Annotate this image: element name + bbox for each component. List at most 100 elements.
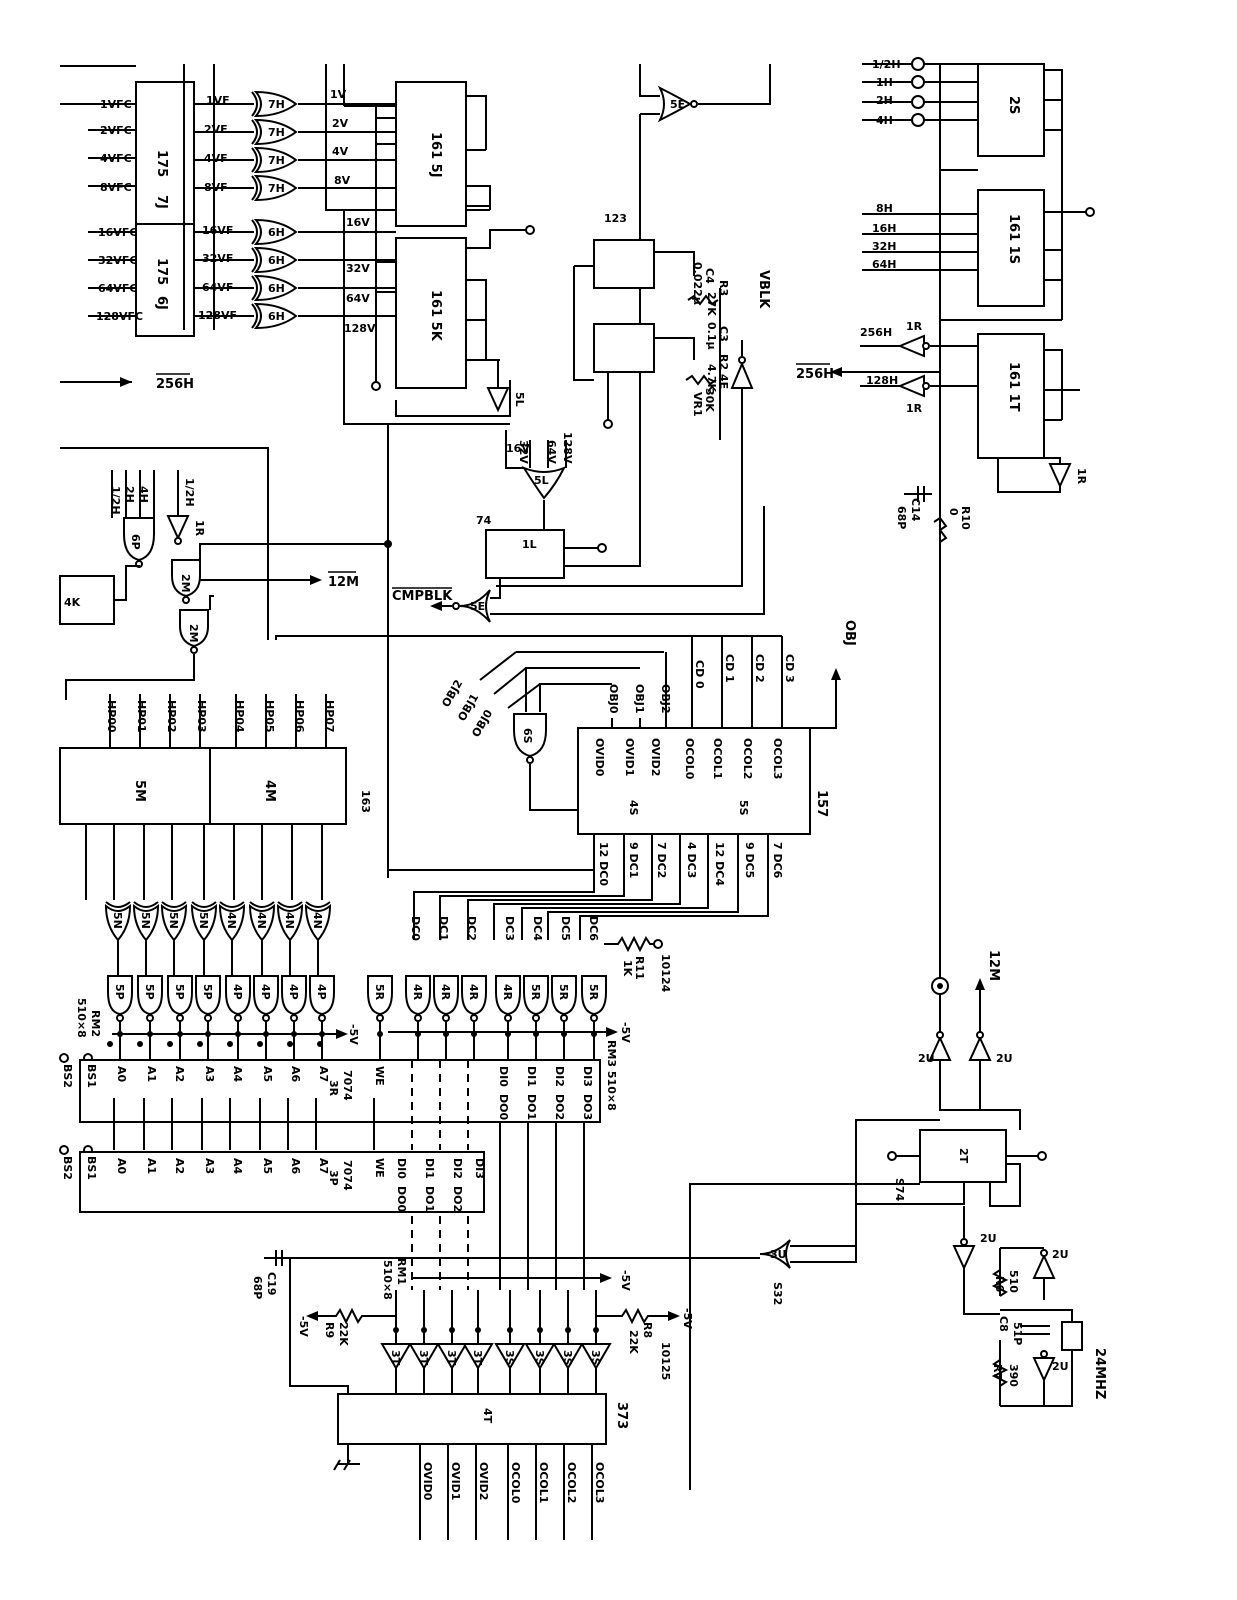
svg-text:A7: A7 xyxy=(317,1066,330,1082)
signal-12m-left: 12M xyxy=(328,575,359,590)
inverter-2u-a: 2U xyxy=(918,1031,952,1065)
nand-gate-4r: 4R xyxy=(433,975,459,1060)
svg-text:4S: 4S xyxy=(627,800,640,816)
nand-gate-label: 4P xyxy=(315,984,328,1000)
svg-text:4 DC3: 4 DC3 xyxy=(685,842,698,878)
xor-gate-label: 5N xyxy=(167,912,180,929)
svg-text:5S: 5S xyxy=(737,800,750,816)
svg-text:DO0: DO0 xyxy=(395,1186,408,1212)
svg-text:A4: A4 xyxy=(231,1158,244,1175)
svg-text:64V: 64V xyxy=(545,440,558,464)
buffer-3s: 3S xyxy=(524,1290,556,1394)
svg-text:OVID1: OVID1 xyxy=(623,738,636,776)
nand-gate-label: 5P xyxy=(143,984,156,1000)
nand-gate-label: 4P xyxy=(231,984,244,1000)
inverter-1r-c: 1R xyxy=(1048,463,1088,489)
svg-text:HP07: HP07 xyxy=(323,700,336,733)
svg-text:R10: R10 xyxy=(959,506,972,530)
gate-6s: 6S xyxy=(513,713,547,764)
svg-text:RM1: RM1 xyxy=(395,1258,408,1285)
svg-text:128V: 128V xyxy=(561,432,574,464)
chip-175b-label: 175 xyxy=(154,258,169,285)
svg-text:DC2: DC2 xyxy=(465,916,478,941)
vf-2: 4VF xyxy=(204,152,228,165)
or-3u: 3U xyxy=(759,1239,791,1269)
chip-175a-label: 175 xyxy=(154,150,169,177)
svg-text:DI2: DI2 xyxy=(553,1066,566,1087)
svg-text:OBJ0: OBJ0 xyxy=(469,707,495,739)
svg-text:OVID0: OVID0 xyxy=(593,738,606,777)
nand-gate-5r: 5R xyxy=(551,975,577,1060)
svg-text:DC5: DC5 xyxy=(559,916,572,941)
svg-text:6P: 6P xyxy=(129,534,142,550)
svg-text:1/2H: 1/2H xyxy=(109,486,122,515)
chip-161-5k-label: 161 5K xyxy=(428,290,443,342)
svg-text:0.1μ: 0.1μ xyxy=(705,322,718,350)
svg-text:OCOL1: OCOL1 xyxy=(711,738,724,779)
svg-text:A6: A6 xyxy=(289,1158,302,1175)
svg-text:1R: 1R xyxy=(906,320,923,333)
svg-text:C3: C3 xyxy=(717,326,730,342)
svg-text:68P: 68P xyxy=(895,506,908,529)
nand-gate-5p: 5P xyxy=(137,975,163,1060)
nand-gate-label: 5R xyxy=(373,984,386,1001)
xor-gate-label: 6H xyxy=(268,226,285,239)
chip-6j-label: 6J xyxy=(154,296,169,310)
svg-text:OBJ1: OBJ1 xyxy=(633,684,646,713)
svg-text:BS1: BS1 xyxy=(85,1156,98,1180)
obj-cd-labels: OBJ0 OBJ1 OBJ2 CD 0 CD 1 CD 2 CD 3 xyxy=(607,654,796,714)
nor-5l-mid: 5L xyxy=(521,465,567,500)
nand-2m-a: 2M xyxy=(171,559,201,604)
xor-gate-label: 7H xyxy=(268,98,285,111)
svg-text:2U: 2U xyxy=(1052,1248,1069,1261)
svg-text:HP04: HP04 xyxy=(233,700,246,733)
xor-gate-6h: 6H xyxy=(251,218,298,246)
svg-text:2U: 2U xyxy=(1052,1360,1069,1373)
chip-163-label: 163 xyxy=(359,790,372,813)
chip-7074-3r-label: 7074 xyxy=(341,1070,354,1101)
chip-373-label: 373 xyxy=(614,1402,629,1429)
svg-text:CD 3: CD 3 xyxy=(783,654,796,683)
svg-text:HP05: HP05 xyxy=(263,700,276,733)
svg-text:VR1: VR1 xyxy=(691,392,704,417)
nand-gate-5p: 5P xyxy=(167,975,193,1060)
chip-4t-label: 4T xyxy=(481,1408,494,1424)
svg-text:68P: 68P xyxy=(251,1276,264,1299)
inverter-1r-a: 1R xyxy=(897,320,930,358)
ram-7074-3p: 7074 3P xyxy=(79,1151,485,1213)
svg-text:R9: R9 xyxy=(323,1322,336,1338)
xor-gate-label: 6H xyxy=(268,310,285,323)
chip-1l-label: 1L xyxy=(522,538,537,551)
chip-5m-label: 5M xyxy=(132,780,147,802)
latch-out-labels: OVID0 OVID1 OVID2 OCOL0 OCOL1 OCOL2 OCOL… xyxy=(421,1462,606,1504)
nand-gate-4r: 4R xyxy=(405,975,431,1060)
svg-text:R3: R3 xyxy=(717,280,730,296)
svg-text:-5V: -5V xyxy=(347,1024,360,1045)
svg-text:A2: A2 xyxy=(173,1066,186,1082)
oneshot-123: 123 xyxy=(593,212,655,373)
v-4: 16V xyxy=(346,216,370,229)
counter-5j: 161 5J xyxy=(395,81,467,227)
svg-text:C14: C14 xyxy=(909,498,922,522)
dc-labels: DC0 DC1 DC2 DC3 DC4 DC5 DC6 xyxy=(409,916,600,941)
svg-text:2H: 2H xyxy=(876,94,893,107)
xor-gate-label: 4N xyxy=(225,912,238,929)
svg-text:A6: A6 xyxy=(289,1066,302,1083)
chip-10125-label: 10125 xyxy=(659,1342,672,1380)
svg-text:RM3 510×8: RM3 510×8 xyxy=(605,1040,618,1111)
svg-text:12 DC4: 12 DC4 xyxy=(713,842,726,886)
xor-gate-label: 5N xyxy=(139,912,152,929)
vfc-labels: 1VFC 2VFC 4VFC 8VFC 16VFC 32VFC 64VFC 12… xyxy=(96,98,143,323)
chip-3r-label: 3R xyxy=(327,1080,340,1097)
counter-5m: 5M xyxy=(59,747,211,825)
svg-text:6S: 6S xyxy=(521,728,534,744)
inverter-1r-b: 1R xyxy=(897,374,930,415)
svg-text:9 DC5: 9 DC5 xyxy=(743,842,756,878)
svg-text:A2: A2 xyxy=(173,1158,186,1174)
ram-7074-3r: 7074 3R xyxy=(79,1059,601,1123)
nand-gate-label: 4R xyxy=(467,984,480,1001)
signal-256h-right: 256H xyxy=(796,367,834,382)
signal-vblk: VBLK xyxy=(756,270,771,309)
svg-text:0: 0 xyxy=(947,508,960,516)
